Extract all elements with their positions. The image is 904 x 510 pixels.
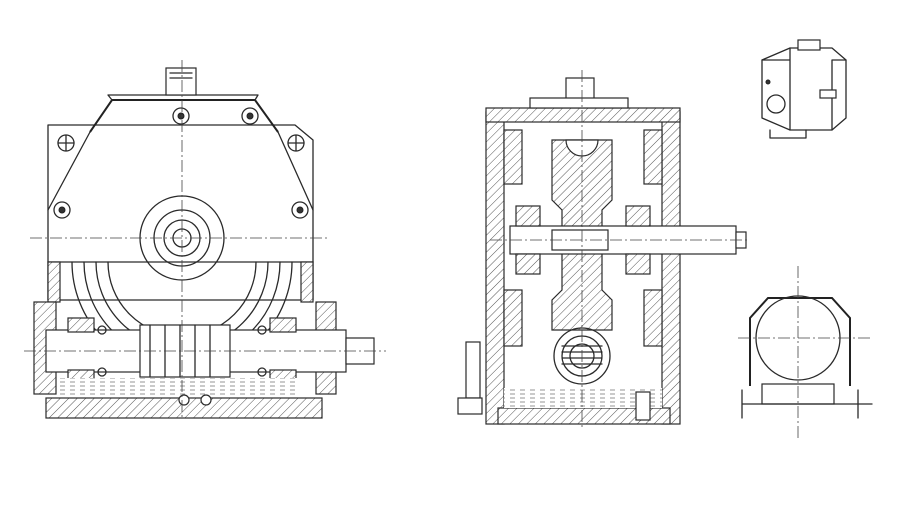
schematic-base-line — [741, 389, 873, 419]
side-rib-r2 — [643, 289, 663, 347]
front-bolt-ml-core — [58, 206, 66, 214]
front-left-slope — [47, 131, 91, 211]
side-base-bolt — [635, 391, 651, 421]
side-rib-l1 — [503, 129, 523, 185]
front-bolt-tl-cross — [57, 134, 75, 152]
side-oil-gauge — [465, 341, 481, 399]
front-ball-1 — [97, 325, 107, 335]
front-right-slope — [277, 131, 314, 211]
iso-flange — [766, 94, 786, 114]
front-bolt-ml — [53, 201, 71, 219]
front-bearing-r-top — [269, 317, 297, 333]
front-ball-3 — [257, 325, 267, 335]
iso-shaft — [819, 89, 837, 99]
side-top-flange — [529, 97, 629, 109]
front-breather — [165, 67, 197, 96]
front-bolt-top2 — [241, 107, 259, 125]
schematic-view — [738, 266, 873, 440]
front-drain-plug-2 — [200, 394, 212, 406]
isometric-view — [761, 39, 847, 139]
front-bolt-mr — [291, 201, 309, 219]
side-worm-outer — [553, 327, 611, 385]
side-rib-l2 — [503, 289, 523, 347]
side-gauge-base — [457, 397, 483, 415]
front-cover-outline — [89, 99, 279, 133]
iso-edges — [761, 47, 847, 131]
side-output-shaft — [509, 225, 737, 255]
front-bolt-top2-core — [246, 112, 254, 120]
front-bolt-tr-cross — [287, 134, 305, 152]
iso-top-lid — [797, 39, 821, 51]
front-drain-plug — [178, 394, 190, 406]
iso-foot — [769, 129, 807, 139]
front-wall-left — [47, 261, 61, 303]
side-bearing-l-top — [515, 205, 541, 227]
front-bolt-top-core — [177, 112, 185, 120]
side-wall-left — [485, 111, 505, 425]
front-wall-right — [300, 261, 314, 303]
front-ball-4 — [257, 367, 267, 377]
side-bearing-l-bot — [515, 253, 541, 275]
front-breather-thread — [169, 72, 193, 79]
front-ball-2 — [97, 367, 107, 377]
side-section-view — [457, 70, 750, 430]
front-bolt-top — [172, 107, 190, 125]
front-bearing-l-top — [67, 317, 95, 333]
side-rib-r1 — [643, 129, 663, 185]
side-worm-inner — [569, 343, 595, 369]
side-bearing-r-top — [625, 205, 651, 227]
front-section-view — [24, 60, 386, 419]
side-oil-bath — [504, 388, 662, 408]
side-cover — [485, 107, 681, 123]
side-wall-right — [661, 111, 681, 425]
side-bearing-r-bot — [625, 253, 651, 275]
front-housing-outline — [47, 124, 314, 301]
schematic-housing — [749, 297, 851, 386]
front-oil-bath — [60, 378, 300, 398]
side-wheel-rim — [565, 139, 599, 157]
front-bolt-mr-core — [296, 206, 304, 214]
iso-bolt — [765, 79, 771, 85]
